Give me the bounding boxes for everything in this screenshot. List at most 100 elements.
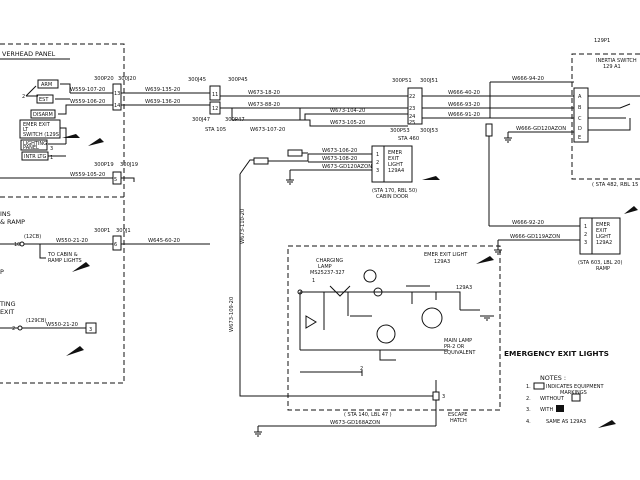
svg-text:RAMP LIGHTS: RAMP LIGHTS [48, 258, 82, 264]
switch-pin-2: 2 [22, 94, 25, 100]
svg-text:6: 6 [114, 242, 117, 248]
svg-text:W673-108-20: W673-108-20 [322, 156, 357, 162]
connector-300p20 [112, 83, 122, 111]
svg-text:EMER: EMER [596, 222, 611, 228]
svg-text:SWITCH (129S): SWITCH (129S) [23, 132, 61, 138]
svg-text:W673-GD120AZON: W673-GD120AZON [322, 164, 372, 170]
ramp-pointer-icon [72, 262, 90, 272]
svg-text:300P45: 300P45 [228, 77, 248, 83]
svg-text:10: 10 [14, 242, 20, 248]
svg-text:300J19: 300J19 [120, 162, 138, 168]
svg-text:3.: 3. [526, 407, 531, 413]
svg-text:300J20: 300J20 [118, 76, 136, 82]
svg-text:W673-110-20: W673-110-20 [240, 209, 246, 244]
svg-text:12: 12 [212, 106, 218, 112]
svg-text:(STA 603, LBL 20): (STA 603, LBL 20) [578, 260, 622, 266]
svg-text:A: A [578, 94, 582, 100]
svg-text:W666-91-20: W666-91-20 [448, 112, 480, 118]
svg-text:P: P [0, 268, 4, 276]
switch-pointer-icon [88, 138, 104, 146]
svg-text:HATCH: HATCH [450, 418, 467, 424]
svg-text:3: 3 [50, 146, 53, 152]
svg-text:W639-136-20: W639-136-20 [145, 99, 180, 105]
svg-text:INERTIA SWITCH: INERTIA SWITCH [596, 58, 637, 64]
svg-text:300J53: 300J53 [420, 128, 438, 134]
ramp-light-pointer-icon [624, 206, 638, 214]
main-lamp-icon [421, 307, 443, 329]
inertia-switch-enclosure [571, 53, 640, 180]
svg-text:24: 24 [409, 114, 415, 120]
svg-text:MARKINGS: MARKINGS [560, 390, 587, 396]
svg-text:300J47: 300J47 [192, 117, 210, 123]
svg-text:SAME AS 129A3: SAME AS 129A3 [546, 419, 586, 425]
svg-text:INDICATES EQUIPMENT: INDICATES EQUIPMENT [546, 384, 604, 390]
svg-text:PR-2 OR: PR-2 OR [444, 344, 465, 350]
svg-text:300J45: 300J45 [188, 77, 206, 83]
lighting-pointer-icon [62, 134, 80, 138]
svg-text:300J51: 300J51 [420, 78, 438, 84]
svg-text:TING: TING [0, 300, 16, 308]
svg-text:2: 2 [584, 232, 587, 238]
svg-text:2: 2 [360, 366, 363, 372]
svg-text:E: E [578, 135, 581, 141]
svg-text:PANEL: PANEL [23, 145, 39, 151]
svg-text:11: 11 [212, 92, 218, 98]
svg-text:1.: 1. [526, 384, 531, 390]
svg-text:WITH: WITH [540, 407, 553, 413]
svg-text:W639-135-20: W639-135-20 [145, 87, 180, 93]
svg-text:DISARM: DISARM [33, 112, 53, 118]
svg-text:W550-21-20: W550-21-20 [56, 238, 88, 244]
svg-text:ARM: ARM [41, 82, 52, 88]
svg-text:STA 105: STA 105 [205, 127, 226, 133]
svg-text:2: 2 [376, 160, 379, 166]
svg-text:W666-GD119AZON: W666-GD119AZON [510, 234, 560, 240]
svg-text:1: 1 [312, 278, 315, 284]
detail-title: EMERGENCY EXIT LIGHTS [504, 349, 609, 358]
svg-text:129A3: 129A3 [434, 259, 450, 265]
svg-text:MAIN LAMP: MAIN LAMP [444, 338, 472, 344]
svg-text:14: 14 [114, 103, 120, 109]
svg-text:WITHOUT: WITHOUT [540, 396, 565, 402]
lighting-panel [20, 139, 48, 151]
svg-text:MS25237-327: MS25237-327 [310, 270, 345, 276]
svg-text:EMER EXIT: EMER EXIT [23, 122, 51, 128]
svg-text:LAMP: LAMP [318, 264, 332, 270]
svg-text:300P53: 300P53 [390, 128, 410, 134]
svg-text:CHARGING: CHARGING [316, 258, 343, 264]
charging-lamp-icon [363, 269, 377, 283]
svg-text:W559-107-20: W559-107-20 [70, 87, 105, 93]
svg-text:300P19: 300P19 [94, 162, 114, 168]
connector-300p1 [112, 235, 122, 251]
overhead-panel-enclosure [0, 43, 125, 384]
svg-text:INS: INS [0, 210, 11, 218]
svg-text:RAMP: RAMP [596, 266, 610, 272]
emer-exit-light-detail-enclosure [287, 245, 501, 411]
svg-text:300P51: 300P51 [392, 78, 412, 84]
svg-text:W673-104-20: W673-104-20 [330, 108, 365, 114]
svg-text:W673-GD168AZON: W673-GD168AZON [330, 420, 380, 426]
svg-text:EXIT: EXIT [596, 228, 608, 234]
svg-text:& RAMP: & RAMP [0, 218, 25, 226]
svg-text:3: 3 [584, 240, 587, 246]
connector-300j45 [209, 85, 221, 101]
overhead-panel-title: VERHEAD PANEL [2, 50, 56, 58]
svg-text:W673-109-20: W673-109-20 [229, 297, 235, 332]
svg-text:EXIT: EXIT [0, 308, 14, 316]
svg-text:W666-92-20: W666-92-20 [512, 220, 544, 226]
exit-pointer-icon [66, 346, 84, 356]
svg-text:4.: 4. [526, 419, 531, 425]
emer-exit-light-129a4 [371, 145, 413, 183]
svg-text:LIGHTING: LIGHTING [23, 141, 47, 147]
emer-exit-lt-switch [19, 119, 61, 139]
svg-text:W673-107-20: W673-107-20 [250, 127, 285, 133]
svg-text:5: 5 [114, 177, 117, 183]
svg-text:3: 3 [89, 327, 92, 333]
svg-text:W559-105-20: W559-105-20 [70, 172, 105, 178]
svg-text:300P20: 300P20 [94, 76, 114, 82]
svg-text:1: 1 [376, 152, 379, 158]
svg-text:W673-106-20: W673-106-20 [322, 148, 357, 154]
svg-text:W666-GD120AZON: W666-GD120AZON [516, 126, 566, 132]
svg-text:LT: LT [23, 127, 29, 133]
svg-text:129 A1: 129 A1 [603, 64, 621, 70]
arm-position [37, 79, 59, 89]
